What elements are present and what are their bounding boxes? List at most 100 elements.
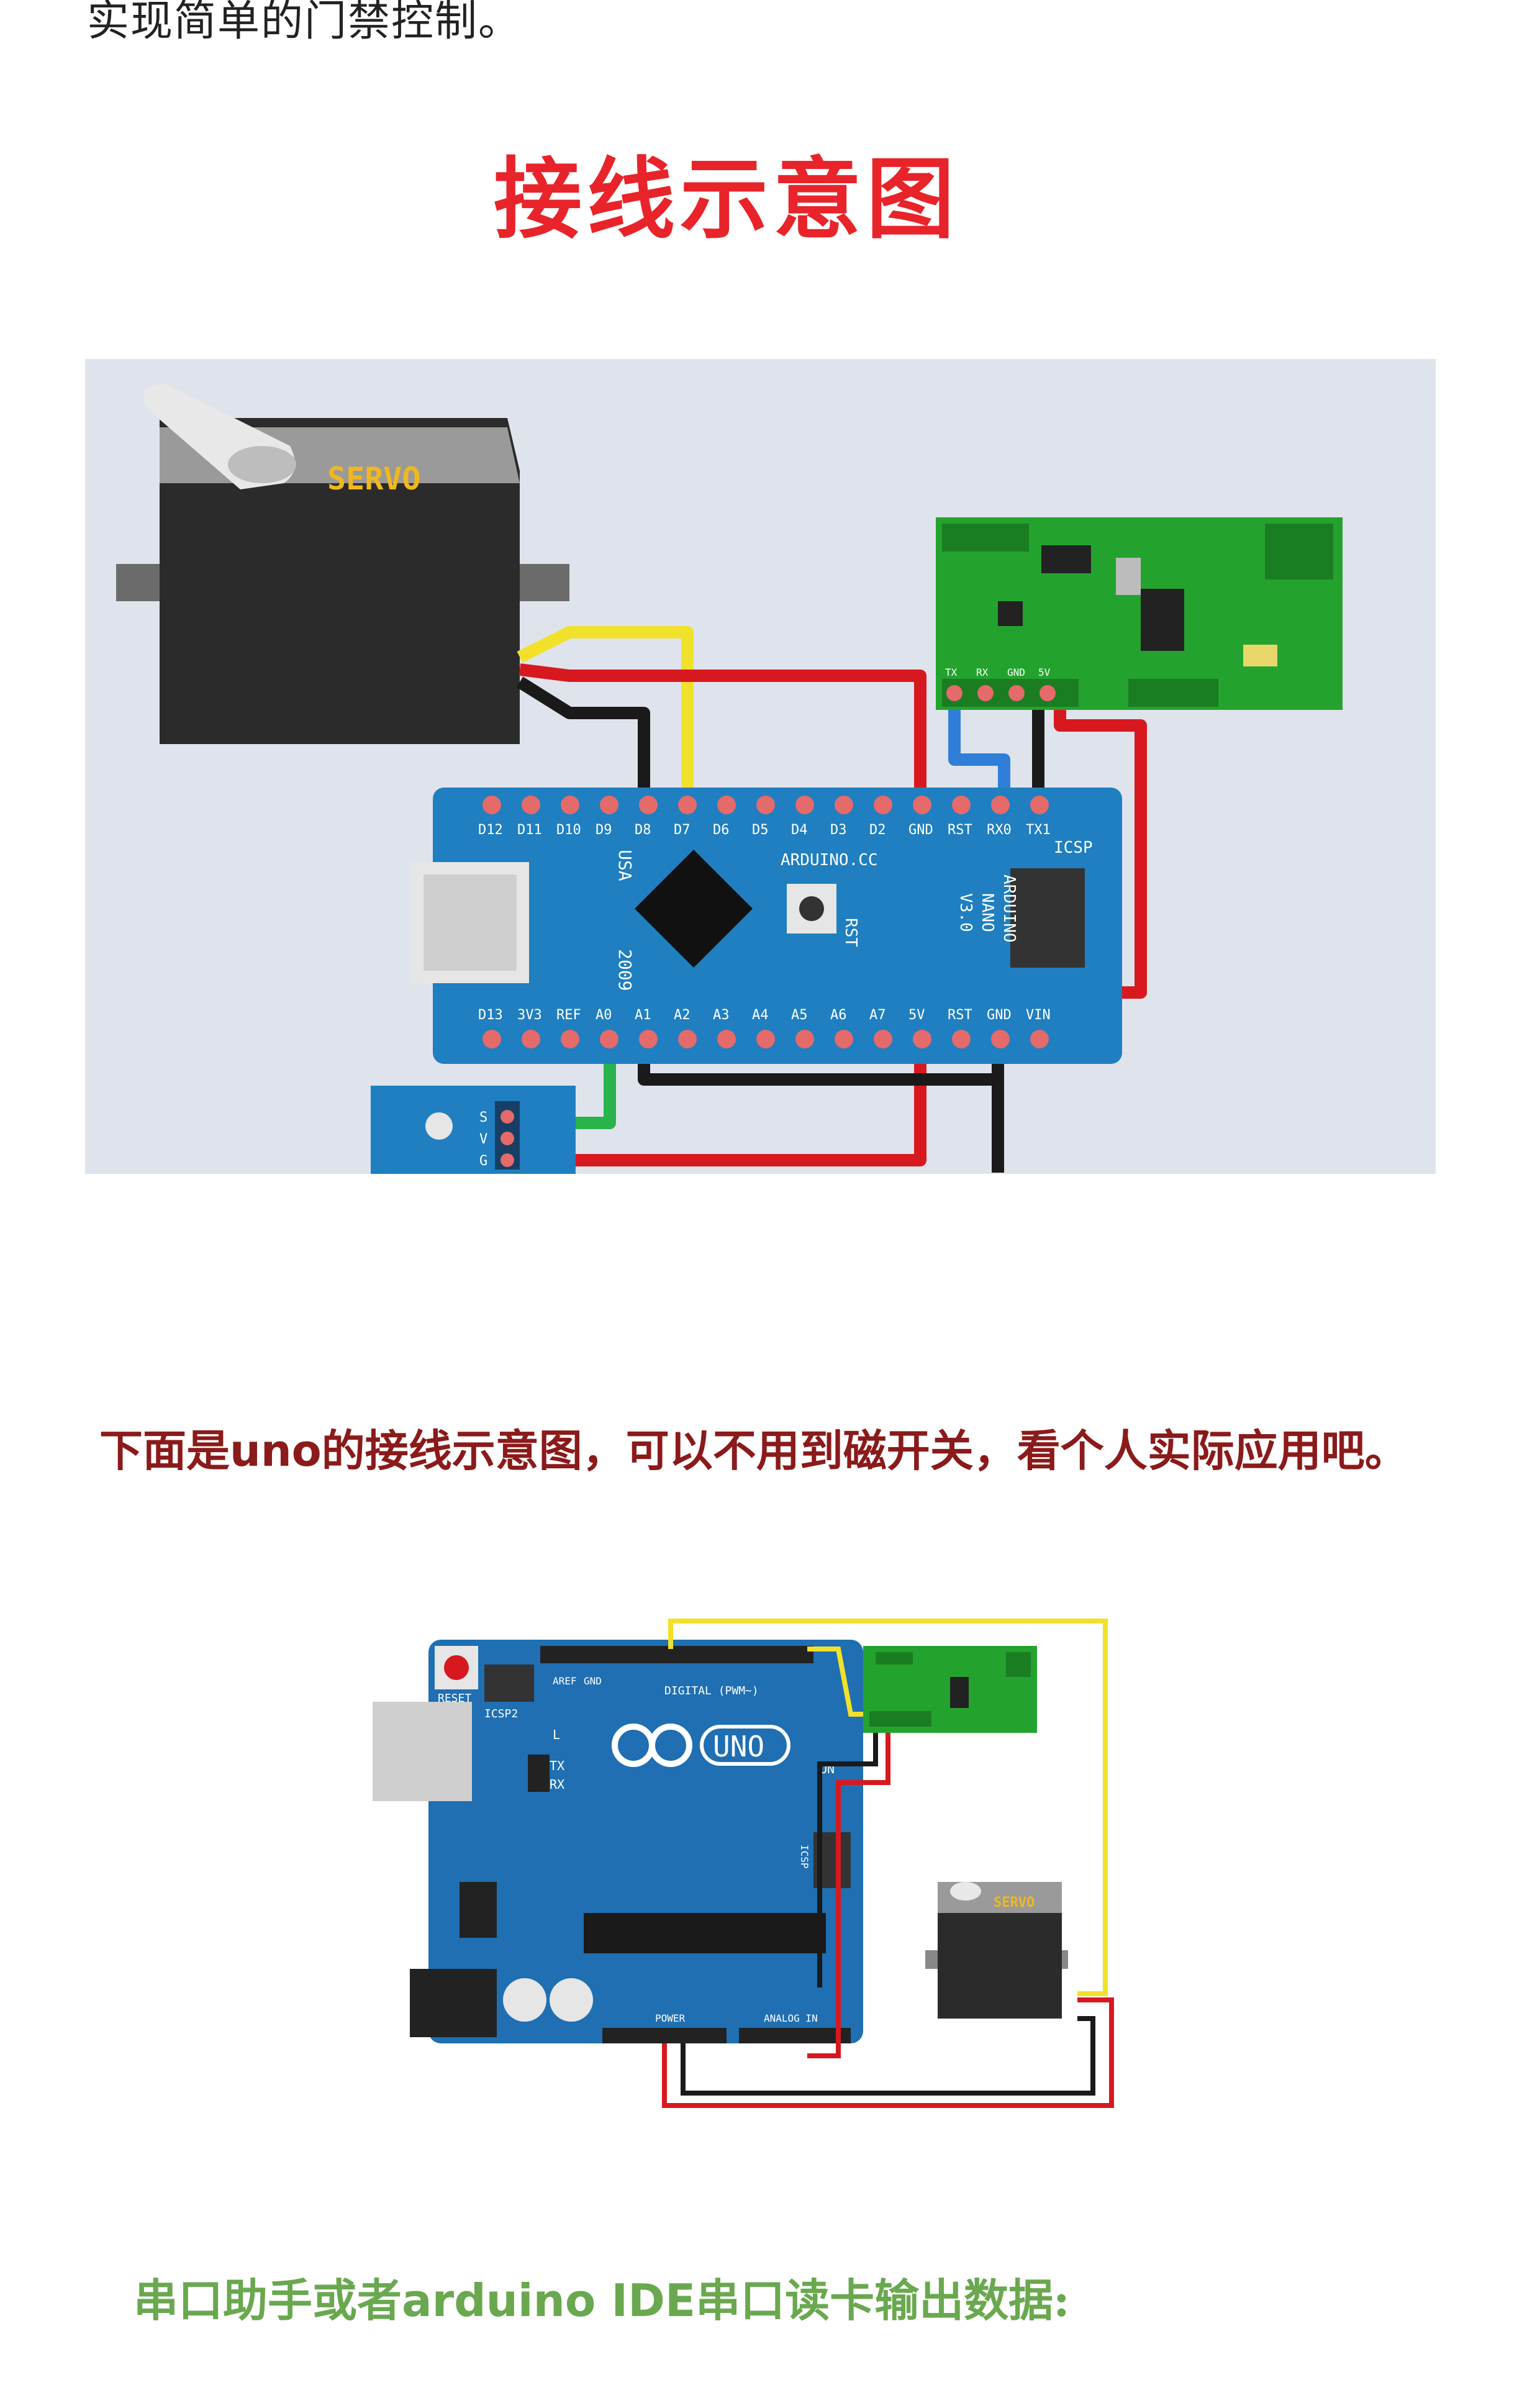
nano-top-pin-pad-4 [639, 796, 658, 814]
nano-bottom-pin-pad-12 [952, 1030, 971, 1048]
nano-top-pin-label-2: D10 [556, 822, 581, 838]
nano-bottom-pin-label-7: A4 [752, 1007, 769, 1023]
rfid-pin-pad-0 [946, 685, 962, 701]
sensor-pin-label-0: S [479, 1110, 487, 1125]
nano-bottom-pin-pad-10 [874, 1030, 892, 1048]
nano-top-pin-pad-7 [756, 796, 775, 814]
uno-l-label: L [553, 1727, 560, 1742]
uno-board-label: UNO [713, 1730, 764, 1763]
nano-bottom-pin-label-10: A7 [869, 1007, 886, 1023]
uno-servo-horn [950, 1882, 981, 1901]
nano-top-pin-pad-5 [678, 796, 697, 814]
uno-icsp-label: ICSP [799, 1845, 810, 1869]
nano-top-pin-pad-11 [913, 796, 931, 814]
nano-bottom-pin-pad-0 [482, 1030, 501, 1048]
nano-top-pin-label-4: D8 [635, 822, 651, 838]
caption-bold: arduino IDE [402, 2274, 696, 2327]
rfid-pin-pad-1 [977, 685, 994, 701]
nano-top-pin-label-9: D3 [830, 822, 847, 838]
nano-model-label-2: V3.0 [956, 893, 975, 932]
nano-top-pin-pad-8 [795, 796, 814, 814]
uno-aref-label: AREF [553, 1675, 577, 1687]
rfid-pin-label-2: GND [1007, 666, 1025, 678]
nano-bottom-pin-label-14: VIN [1026, 1007, 1051, 1023]
atmega-chip [584, 1913, 826, 1953]
uno-icsp2-label: ICSP2 [484, 1707, 518, 1720]
nano-bottom-pin-pad-5 [678, 1030, 697, 1048]
caption-suffix: 串口读卡输出数据: [695, 2274, 1070, 2327]
reset-button[interactable] [799, 896, 824, 921]
nano-bottom-pin-label-3: A0 [596, 1007, 612, 1023]
nano-bottom-pin-label-1: 3V3 [517, 1007, 542, 1023]
nano-bottom-pin-pad-7 [756, 1030, 775, 1048]
sensor-pin-label-2: G [479, 1153, 487, 1169]
nano-rst-label: RST [841, 918, 860, 947]
nano-top-pin-pad-13 [991, 796, 1010, 814]
nano-top-pin-pad-10 [874, 796, 892, 814]
usb-connector-inner [424, 874, 517, 971]
nano-top-pin-pad-12 [952, 796, 971, 814]
sensor-board [371, 1086, 576, 1174]
nano-brand-label: ARDUINO.CC [781, 851, 878, 870]
uno-wiring-figure: RESET ICSP2 DIGITAL (PWM~) AREF GND L TX… [373, 1615, 1180, 2112]
uno-rx-label: RX [550, 1777, 564, 1792]
nano-bottom-pin-pad-1 [522, 1030, 540, 1048]
nano-bottom-pin-label-13: GND [987, 1007, 1012, 1023]
nano-bottom-pin-label-6: A3 [713, 1007, 730, 1023]
uno-tx-label: TX [550, 1758, 564, 1773]
nano-bottom-pin-pad-6 [717, 1030, 736, 1048]
nano-bottom-pin-pad-9 [835, 1030, 853, 1048]
nano-bottom-pin-pad-3 [600, 1030, 618, 1048]
nano-bottom-pin-label-9: A6 [830, 1007, 847, 1023]
nano-bottom-pin-label-4: A1 [635, 1007, 651, 1023]
nano-bottom-pin-pad-11 [913, 1030, 931, 1048]
nano-top-pin-label-1: D11 [517, 822, 542, 838]
uno-wire-red-top [807, 1717, 890, 2058]
nano-top-pin-pad-0 [482, 796, 501, 814]
uno-power-label: POWER [655, 2012, 686, 2024]
rfid-ic [1141, 589, 1184, 651]
nano-bottom-pin-pad-2 [561, 1030, 579, 1048]
nano-bottom-pin-pad-14 [1030, 1030, 1049, 1048]
sensor-mount-hole [425, 1112, 453, 1140]
uno-badge [700, 1725, 790, 1766]
nano-bottom-pin-label-8: A5 [791, 1007, 808, 1023]
wiring-diagram-title: 接线示意图 [494, 148, 959, 251]
usb-b-connector [373, 1702, 472, 1801]
nano-icsp-label: ICSP [1054, 838, 1093, 857]
uno-rfid-module [863, 1646, 1037, 1733]
nano-top-pin-label-12: RST [948, 822, 972, 838]
servo-label: SERVO [327, 461, 421, 497]
nano-bottom-pin-pad-4 [639, 1030, 658, 1048]
nano-bottom-pin-pad-13 [991, 1030, 1010, 1048]
rfid-pin-pad-2 [1008, 685, 1025, 701]
nano-model-label-0: ARDUINO [1000, 874, 1018, 943]
nano-board [433, 788, 1122, 1064]
icsp-header [1010, 868, 1085, 968]
nano-top-pin-label-3: D9 [596, 822, 612, 838]
intro-text: 实现简单的门禁控制。 [87, 0, 522, 46]
nano-mcu-chip [635, 850, 753, 968]
uno-servo-motor: SERVO [925, 1882, 1068, 2019]
digital-header [540, 1646, 813, 1663]
rfid-header-right [1265, 524, 1333, 579]
wire-rx-blue [948, 694, 1010, 806]
rfid-chip-tiny [998, 601, 1023, 626]
nano-top-pin-label-14: TX1 [1026, 822, 1051, 838]
nano-top-pin-label-6: D6 [713, 822, 730, 838]
sensor-pin-pad-2 [500, 1153, 514, 1167]
uno-servo-label: SERVO [994, 1895, 1035, 1910]
uno-reset-button[interactable] [444, 1655, 469, 1680]
serial-output-caption: 串口助手或者arduino IDE串口读卡输出数据: [134, 2264, 1070, 2329]
nano-top-pin-label-0: D12 [478, 822, 503, 838]
nano-top-pin-pad-2 [561, 796, 579, 814]
uno-rfid-pin-header [869, 1711, 931, 1727]
power-jack [410, 1969, 497, 2037]
voltage-regulator [460, 1882, 497, 1938]
nano-bottom-pin-label-0: D13 [478, 1007, 503, 1023]
nano-year-label: 2009 [615, 949, 635, 991]
